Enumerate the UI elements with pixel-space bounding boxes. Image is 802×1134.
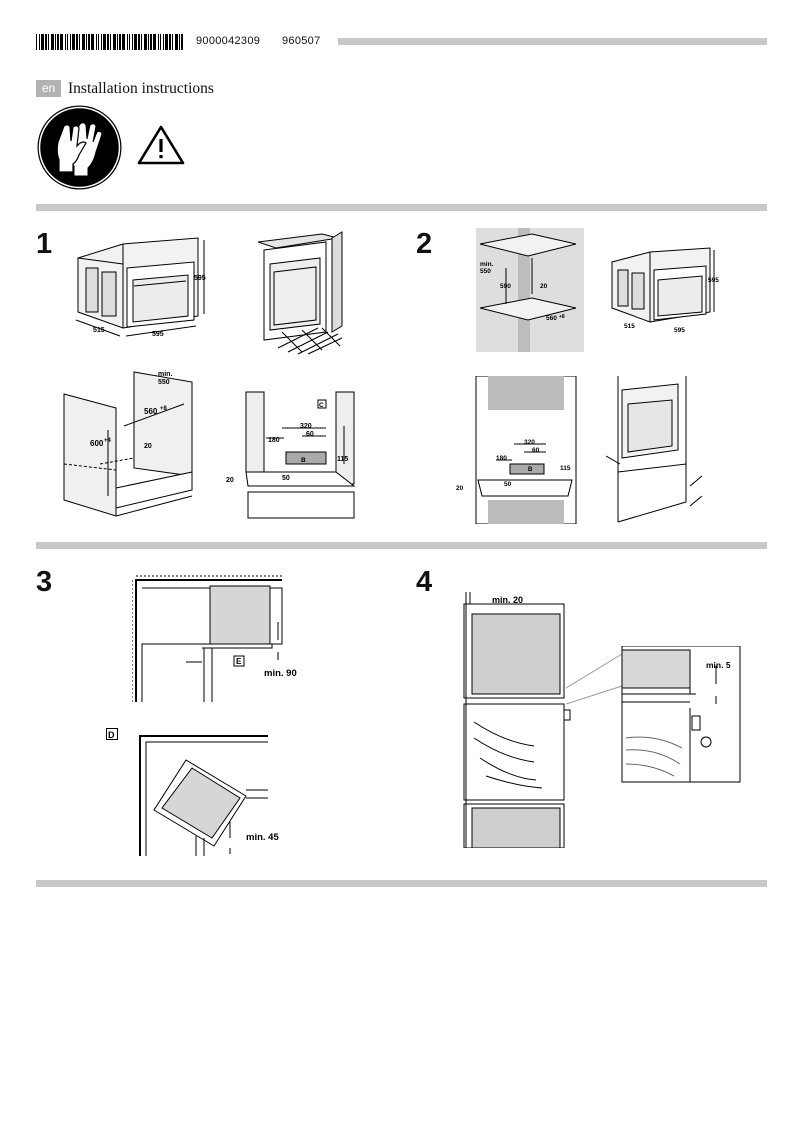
section-divider bbox=[36, 542, 767, 549]
min-20-label: min. 20 bbox=[492, 595, 523, 605]
document-number: 9000042309 bbox=[196, 35, 261, 47]
corner-clearance-figure: E min. 90 bbox=[132, 575, 297, 702]
niche-min-label: min. bbox=[480, 261, 494, 268]
tall-vent-width-320: 320 bbox=[524, 439, 535, 446]
section-divider bbox=[36, 204, 767, 211]
niche-min-value: 550 bbox=[480, 268, 491, 275]
vent-offset-180: 180 bbox=[268, 437, 280, 444]
tall-vent-gap-20: 20 bbox=[456, 485, 464, 492]
header-rule bbox=[338, 38, 767, 45]
niche-height-label: 590 bbox=[500, 283, 511, 290]
tall-marker-b: B bbox=[528, 467, 533, 473]
oven-dimensions-figure: 595 515 595 bbox=[75, 237, 206, 338]
oven-dimensions-figure-2: 595 515 595 bbox=[611, 247, 719, 334]
niche-width-tolerance: +8 bbox=[559, 314, 565, 320]
cabinet-min-value: 550 bbox=[158, 379, 170, 386]
niche-width-label: 560 bbox=[546, 315, 557, 322]
detail-clearance-figure: min. 5 bbox=[566, 646, 741, 783]
tall-vent-depth-50: 50 bbox=[504, 481, 512, 488]
tall-vent-height-115: 115 bbox=[560, 465, 571, 472]
cabinet-width-label: 560 bbox=[144, 407, 158, 416]
cabinet-height-label: 600 bbox=[90, 439, 104, 448]
oven-width-label: 595 bbox=[152, 331, 164, 338]
oven-height-label: 595 bbox=[194, 275, 206, 282]
cabinet-gap-label: 20 bbox=[144, 443, 152, 450]
step-number-2: 2 bbox=[416, 228, 433, 260]
oven-depth-label: 515 bbox=[93, 327, 105, 334]
gloves-icon bbox=[37, 105, 122, 190]
step-number-1: 1 bbox=[36, 228, 53, 260]
marker-d: D bbox=[108, 730, 115, 740]
vent-gap-20: 20 bbox=[226, 477, 234, 484]
cabinet-height-tolerance: +4 bbox=[104, 438, 112, 444]
vent-width-320: 320 bbox=[300, 423, 312, 430]
vent-height-115: 115 bbox=[337, 456, 348, 463]
step-number-3: 3 bbox=[36, 566, 53, 598]
marker-e: E bbox=[236, 657, 242, 666]
section-divider bbox=[36, 880, 767, 887]
cabinet-width-tolerance: +8 bbox=[160, 406, 168, 412]
warning-icon bbox=[137, 125, 185, 165]
min-90-label: min. 90 bbox=[264, 668, 297, 679]
cabinet-min-label: min. bbox=[158, 371, 172, 378]
marker-d-box: D bbox=[106, 728, 118, 740]
tall-vent-offset-180: 180 bbox=[496, 455, 507, 462]
language-badge: en bbox=[36, 80, 61, 97]
oven2-width-label: 595 bbox=[674, 327, 685, 334]
oven2-depth-label: 515 bbox=[624, 323, 635, 330]
marker-b: B bbox=[301, 457, 306, 464]
date-code: 960507 bbox=[282, 35, 321, 47]
tall-cabinet-side-figure: min. 20 bbox=[463, 592, 571, 848]
undercounter-cabinet-figure: min. 550 560 +8 600 +4 20 bbox=[63, 371, 193, 517]
tall-vent-depth-60: 60 bbox=[532, 447, 540, 454]
barcode bbox=[36, 34, 183, 50]
vent-depth-60: 60 bbox=[306, 431, 314, 438]
oven-installed-tall-figure bbox=[606, 376, 703, 523]
step-number-4: 4 bbox=[416, 566, 433, 598]
min-45-label: min. 45 bbox=[246, 832, 279, 843]
tall-ventilation-cutout-figure: 320 60 180 115 B 20 50 bbox=[456, 376, 577, 524]
oven-installed-undercounter-figure bbox=[258, 231, 343, 355]
min-5-label: min. 5 bbox=[706, 660, 731, 670]
page-title: Installation instructions bbox=[68, 80, 214, 97]
corner-diagonal-figure: min. 45 bbox=[139, 735, 279, 856]
tall-cabinet-niche-figure: min. 550 590 20 560 +8 bbox=[476, 228, 584, 352]
niche-gap-label: 20 bbox=[540, 283, 548, 290]
ventilation-cutout-figure: C 320 60 180 115 B 20 50 bbox=[226, 391, 356, 519]
vent-depth-50: 50 bbox=[282, 475, 290, 482]
oven2-height-label: 595 bbox=[708, 277, 719, 284]
marker-c: C bbox=[319, 402, 324, 409]
